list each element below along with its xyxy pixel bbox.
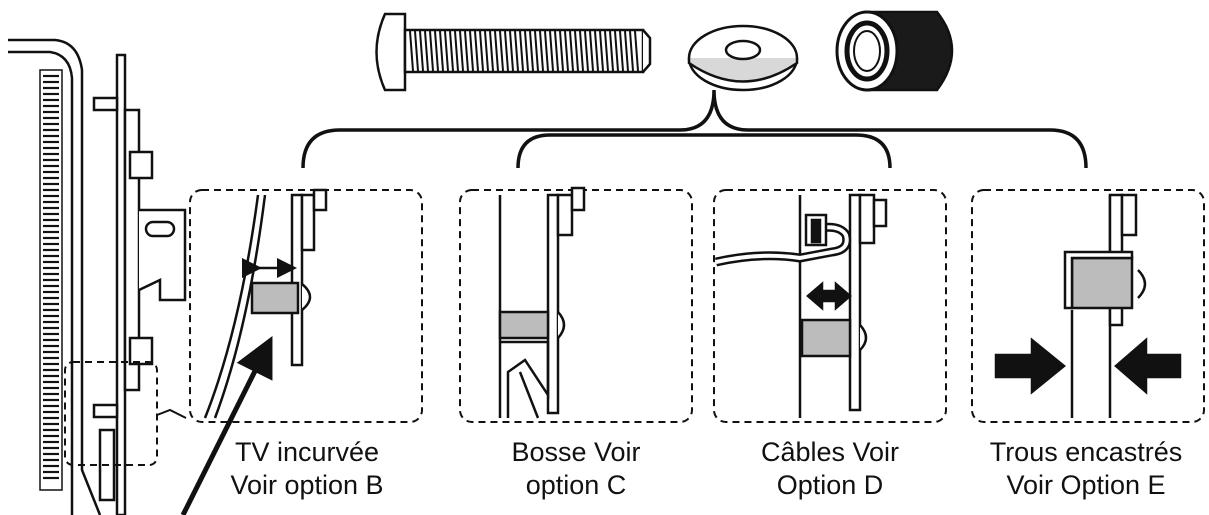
- caption-c-line1: Bosse Voir: [511, 437, 641, 467]
- screw-thread-line: [619, 30, 624, 72]
- spacer-icon: [835, 10, 954, 92]
- screw-thread-line: [484, 30, 489, 72]
- panel-d: [713, 189, 947, 423]
- caption-b-line2: Voir option B: [230, 470, 384, 500]
- brace-top: [301, 89, 1088, 169]
- screw-thread-line: [569, 30, 574, 72]
- caption-d-line1: Câbles Voir: [760, 437, 900, 467]
- panel-c: [459, 189, 693, 423]
- screw-thread-line: [439, 30, 444, 72]
- panel-b: [189, 189, 423, 423]
- screw-thread-line: [539, 30, 544, 72]
- screw-thread-line: [434, 30, 439, 72]
- screw-thread-line: [469, 30, 474, 72]
- screw-thread-line: [459, 30, 464, 72]
- screw-thread-line: [579, 30, 584, 72]
- screw-thread-line: [514, 30, 519, 72]
- screw-thread-line: [499, 30, 504, 72]
- screw-thread-line: [559, 30, 564, 72]
- caption-e-line1: Trous encastrés: [989, 437, 1183, 467]
- screw-thread-line: [629, 30, 634, 72]
- panel-c-content: [498, 186, 586, 419]
- panel-d-content: [715, 193, 888, 418]
- screw-thread-line: [504, 30, 509, 72]
- screw-thread-line: [534, 30, 539, 72]
- screw-thread-line: [589, 30, 594, 72]
- wall-bracket: [92, 53, 187, 515]
- screw-thread-line: [584, 30, 589, 72]
- screw-thread-line: [564, 30, 569, 72]
- screw-thread-line: [634, 30, 639, 72]
- screw-thread-line: [554, 30, 559, 72]
- panel-e: [971, 189, 1205, 423]
- screw-thread-line: [464, 30, 469, 72]
- caption-option-c: Bosse Voir option C: [462, 436, 690, 502]
- screw-thread-line: [519, 30, 524, 72]
- screw-thread-line: [414, 30, 419, 72]
- detail-callout: [64, 361, 158, 466]
- screw-thread-line: [489, 30, 494, 72]
- caption-option-b: TV incurvée Voir option B: [196, 436, 418, 502]
- screw-thread-line: [544, 30, 549, 72]
- screw-thread-line: [409, 30, 414, 72]
- screw-thread-line: [524, 30, 529, 72]
- screw-thread-line: [474, 30, 479, 72]
- washer-icon: [687, 24, 799, 92]
- detail-leader: [156, 408, 187, 419]
- screw-thread-line: [454, 30, 459, 72]
- brace-inner: [516, 133, 892, 169]
- panel-b-content: [180, 188, 328, 515]
- caption-option-e: Trous encastrés Voir Option E: [968, 436, 1204, 502]
- screw-thread-line: [609, 30, 614, 72]
- screw-thread-line: [604, 30, 609, 72]
- caption-c-line2: option C: [525, 470, 627, 500]
- caption-b-line1: TV incurvée: [234, 437, 380, 467]
- screw-thread-line: [419, 30, 424, 72]
- screw-thread-line: [599, 30, 604, 72]
- screw-thread-line: [529, 30, 534, 72]
- screw-thread-line: [549, 30, 554, 72]
- screw-thread-line: [614, 30, 619, 72]
- screw-thread-line: [449, 30, 454, 72]
- caption-option-d: Câbles Voir Option D: [716, 436, 944, 502]
- screw-thread-line: [479, 30, 484, 72]
- screw-thread-line: [594, 30, 599, 72]
- caption-e-line2: Voir Option E: [1006, 470, 1166, 500]
- screw-thread-line: [509, 30, 514, 72]
- screw-thread-line: [494, 30, 499, 72]
- screw-thread-line: [624, 30, 629, 72]
- screw-thread-line: [429, 30, 434, 72]
- panel-e-content: [994, 193, 1182, 418]
- screw-thread-line: [444, 30, 449, 72]
- screw-thread-line: [424, 30, 429, 72]
- screw-threads: [409, 30, 639, 72]
- tv-vents: [43, 74, 59, 480]
- caption-d-line2: Option D: [776, 470, 884, 500]
- screw-thread-line: [574, 30, 579, 72]
